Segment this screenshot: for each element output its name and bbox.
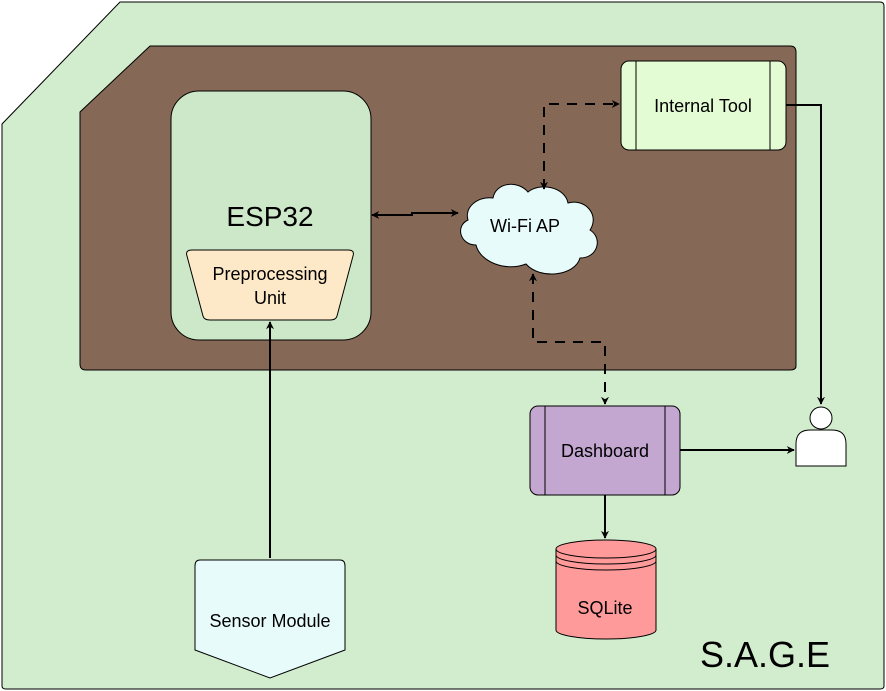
user-icon (795, 406, 847, 467)
dashboard-node: Dashboard (529, 405, 681, 496)
sqlite-node: SQLite (555, 539, 657, 640)
sqlite-label: SQLite (577, 598, 632, 618)
system-title: S.A.G.E (700, 634, 830, 675)
internal-tool-label: Internal Tool (654, 96, 752, 116)
edge-wifi-dashboard (529, 273, 609, 405)
preprocessing-label-line2: Unit (254, 288, 286, 308)
sensor-module-node: Sensor Module (194, 559, 346, 679)
internal-tool-node: Internal Tool (620, 60, 787, 151)
dashboard-label: Dashboard (561, 441, 649, 461)
preprocessing-unit-node: Preprocessing Unit (186, 249, 354, 321)
wifi-ap-label: Wi-Fi AP (490, 216, 560, 236)
edge-internal-tool-user (786, 104, 825, 405)
sensor-module-label: Sensor Module (209, 611, 330, 631)
esp32-label: ESP32 (226, 201, 313, 232)
edge-wifi-internal-tool (540, 100, 620, 190)
preprocessing-label-line1: Preprocessing (212, 264, 327, 284)
edge-esp32-wifi (371, 209, 459, 219)
